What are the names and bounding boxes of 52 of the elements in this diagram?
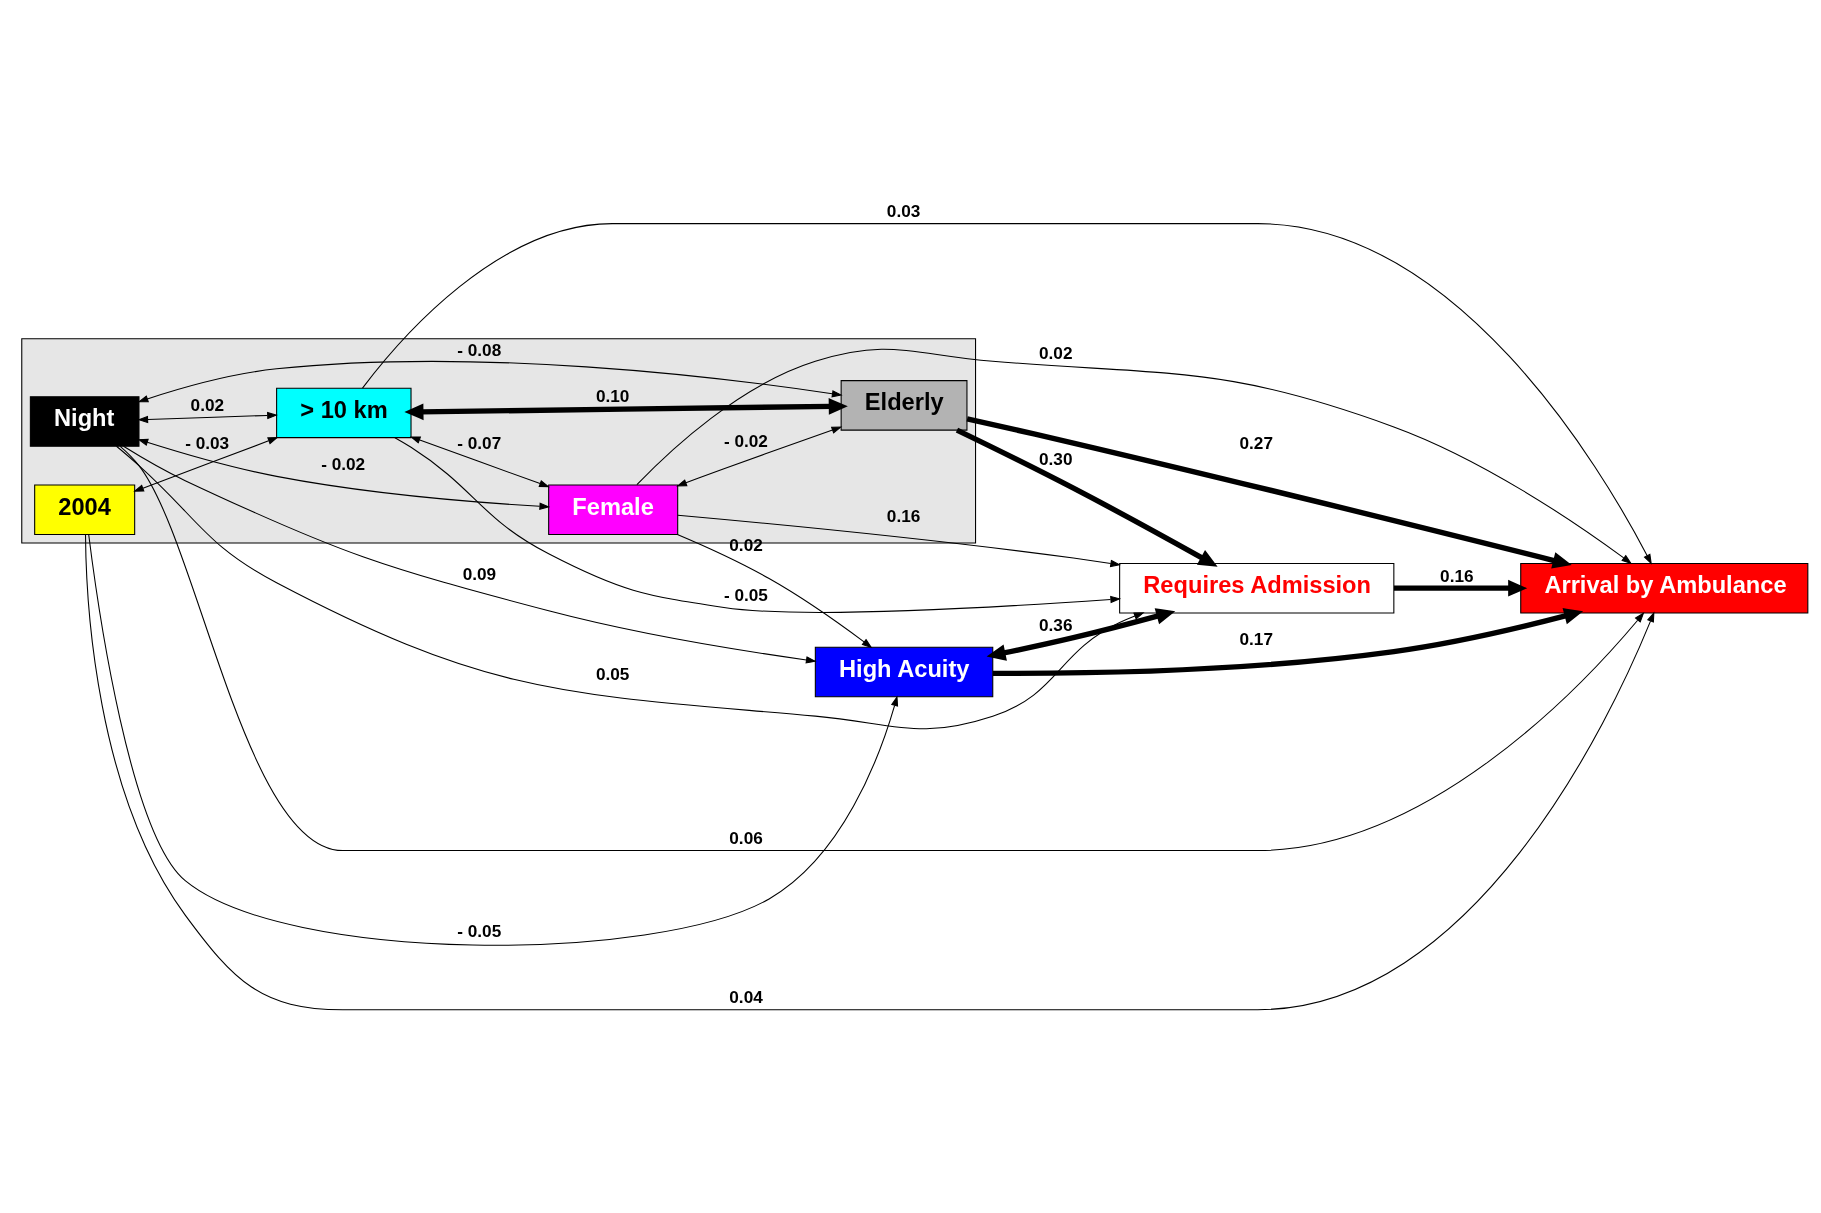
edge-label: - 0.07 [457,432,502,453]
edge-label: 0.05 [595,663,630,684]
arrow [992,607,1584,676]
edge-label: 0.10 [595,385,630,406]
arrow [409,435,550,487]
node-box: Female [548,483,679,535]
arrow [986,607,1176,661]
node-box: Arrival by Ambulance [1520,562,1809,613]
edge-label: 0.30 [1039,448,1073,469]
arrow [137,438,551,510]
arrow [955,427,1218,567]
arrow [137,411,278,423]
edge-label: 0.02 [190,394,225,415]
edge-label: - 0.03 [185,432,230,453]
arrow [394,436,1122,613]
arrow [966,415,1572,568]
edge-label: 0.04 [729,986,763,1007]
node-box: Requires Admission [1119,562,1395,613]
arrow [119,445,1645,851]
edge-label: - 0.05 [457,920,502,941]
node-box: High Acuity [814,646,994,697]
edge-label: 0.02 [729,534,763,555]
arrow [115,445,1145,729]
edge-label: 0.36 [1039,614,1073,635]
edge-label: 0.03 [886,200,921,221]
edge-label: - 0.02 [321,453,366,474]
arrow [88,533,899,946]
arrow [676,533,873,648]
arrow [676,426,843,486]
node-box: Elderly [840,379,968,431]
edge-label: - 0.08 [457,339,502,360]
edge-label: - 0.05 [723,584,768,605]
edge-label: 0.16 [1440,565,1474,586]
arrow [677,514,1122,567]
arrow [123,445,817,664]
arrow [84,533,1655,1010]
arrow [133,436,279,492]
edge-label: 0.17 [1239,628,1273,649]
arrow [1393,579,1528,597]
edge-label: 0.06 [729,827,763,848]
node-box: > 10 km [276,387,412,438]
arrow [636,348,1633,564]
edge-label: - 0.02 [723,430,768,451]
arrow [404,397,848,420]
edge-label: 0.09 [462,563,497,584]
arrow [361,222,1652,565]
edge-label: 0.27 [1239,432,1273,453]
arrow [137,360,843,402]
node-box: 2004 [34,483,136,535]
node-box: Night [29,395,140,447]
edge-label: 0.02 [1039,342,1073,363]
edge-label: 0.16 [886,505,921,526]
